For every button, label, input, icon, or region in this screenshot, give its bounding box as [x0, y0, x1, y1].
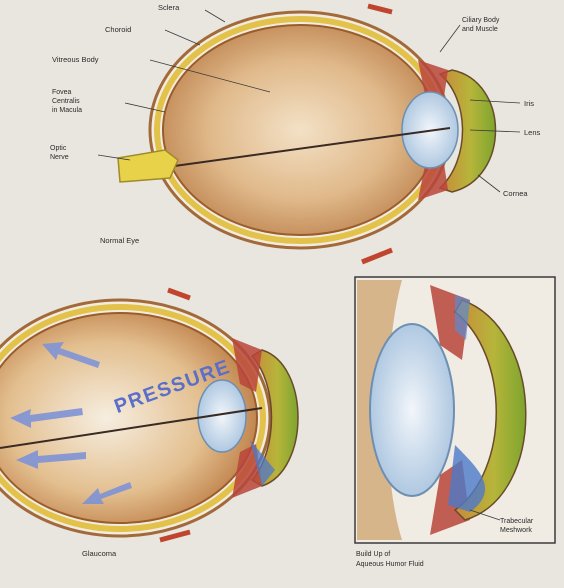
vitreous-body [163, 25, 437, 235]
label-normal-eye: Normal Eye [100, 236, 139, 245]
label-fovea-1: Fovea [52, 89, 72, 96]
label-lens: Lens [524, 128, 541, 137]
label-fovea-3: in Macula [52, 107, 82, 114]
label-choroid: Choroid [105, 25, 131, 34]
label-ciliary-1: Ciliary Body [462, 17, 500, 24]
label-glaucoma: Glaucoma [82, 549, 117, 558]
label-trabecular-1: Trabecular [500, 518, 534, 525]
glaucoma-eye [0, 290, 298, 540]
optic-nerve [118, 150, 178, 182]
label-fovea-2: Centralis [52, 98, 80, 105]
detail-inset [355, 277, 555, 543]
label-sclera: Sclera [158, 3, 180, 12]
inset-lens [370, 324, 454, 496]
glaucoma-lower-eyelid [160, 532, 190, 540]
label-vitreous-body: Vitreous Body [52, 55, 99, 64]
glaucoma-upper-eyelid [168, 290, 190, 298]
label-optic-1: Optic [50, 145, 67, 152]
lower-eyelid-tip [362, 250, 392, 262]
label-ciliary-2: and Muscle [462, 26, 498, 33]
label-buildup-2: Aqueous Humor Fluid [356, 561, 424, 568]
label-cornea: Cornea [503, 189, 528, 198]
label-optic-2: Nerve [50, 154, 69, 161]
upper-eyelid-tip [368, 6, 392, 12]
label-trabecular-2: Meshwork [500, 527, 532, 534]
normal-eye [118, 6, 496, 262]
label-iris: Iris [524, 99, 534, 108]
label-buildup-1: Build Up of [356, 551, 390, 558]
